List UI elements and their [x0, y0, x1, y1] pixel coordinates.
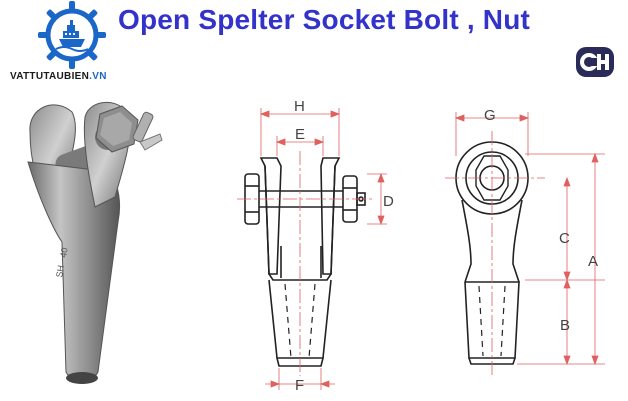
dim-label-a: A — [588, 253, 598, 270]
dim-label-h: H — [294, 98, 305, 115]
page-title: Open Spelter Socket Bolt , Nut — [118, 4, 531, 35]
dim-label-b: B — [560, 317, 570, 334]
photo-marking-1: 40 — [58, 247, 70, 259]
brand-domain: .VN — [89, 71, 107, 82]
brand-logo: VATTUTAUBIEN.VN — [0, 0, 150, 100]
dim-label-e: E — [295, 126, 305, 143]
dim-label-d: D — [383, 193, 394, 210]
dim-label-g: G — [484, 107, 496, 124]
photo-marking-2: SH — [54, 264, 66, 278]
dim-label-c: C — [559, 230, 570, 247]
product-photo: 40 SH — [0, 92, 200, 392]
dim-label-f: F — [295, 377, 304, 394]
ship-wheel-logo-icon — [38, 1, 106, 69]
maker-logo — [575, 46, 615, 78]
brand-name: VATTUTAUBIEN — [10, 71, 90, 82]
technical-drawing: H E D F G C A B — [225, 96, 625, 396]
crosby-logo-icon — [576, 47, 614, 77]
